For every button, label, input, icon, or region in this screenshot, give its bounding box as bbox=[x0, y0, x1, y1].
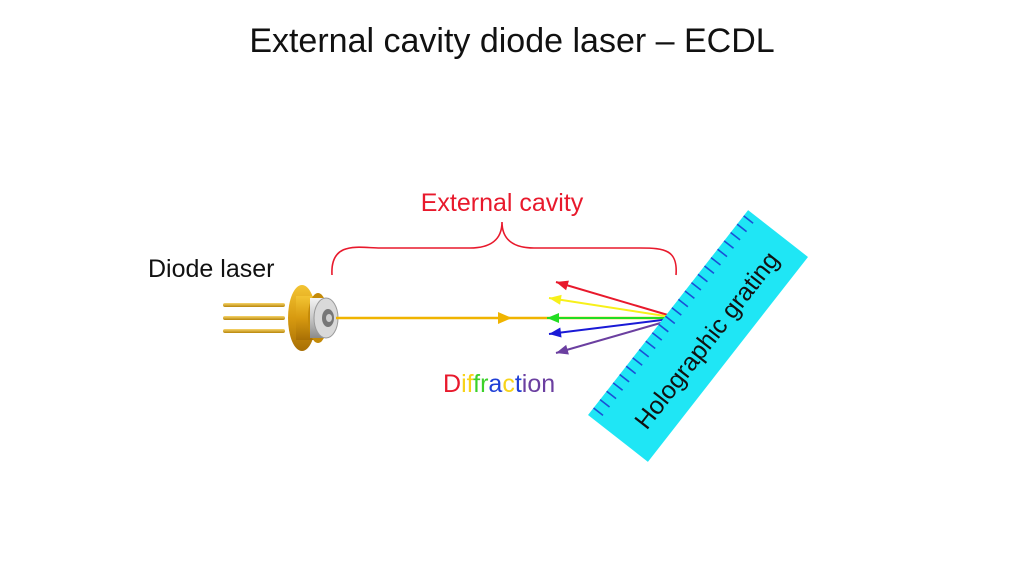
diffraction-letter: f bbox=[467, 370, 474, 398]
diffracted-ray bbox=[548, 317, 679, 335]
grating-tick bbox=[710, 256, 721, 266]
page-title: External cavity diode laser – ECDL bbox=[249, 22, 774, 60]
diffracted-ray-arrowhead bbox=[549, 327, 562, 338]
grating-tick bbox=[684, 290, 695, 300]
diffraction-letter: c bbox=[502, 370, 515, 398]
diode-laser-label: Diode laser bbox=[148, 255, 274, 283]
external-cavity-brace bbox=[331, 221, 677, 276]
grating-tick bbox=[677, 298, 689, 308]
diffraction-letter: r bbox=[480, 370, 488, 398]
grating-tick bbox=[697, 273, 708, 283]
grating-tick bbox=[632, 357, 643, 366]
diffraction-letter: i bbox=[461, 370, 467, 398]
diode-laser-icon bbox=[223, 285, 339, 351]
grating-ruling bbox=[593, 215, 754, 416]
grating-tick bbox=[736, 223, 748, 233]
diffraction-letter: n bbox=[541, 370, 555, 398]
grating-tick bbox=[690, 282, 702, 291]
grating-tick bbox=[664, 315, 676, 325]
grating-tick bbox=[730, 231, 741, 241]
grating-tick bbox=[593, 407, 604, 416]
diffracted-ray-arrowhead bbox=[556, 344, 569, 355]
diffracted-rays bbox=[547, 280, 679, 355]
diffracted-ray bbox=[555, 317, 679, 354]
grating-tick bbox=[651, 332, 663, 341]
grating-tick bbox=[645, 340, 656, 350]
grating-tick bbox=[612, 382, 624, 391]
grating-tick bbox=[658, 323, 669, 333]
diffraction-label: Diffraction bbox=[443, 370, 555, 398]
grating-tick bbox=[606, 390, 617, 400]
diffraction-letter: o bbox=[527, 370, 541, 398]
grating-tick bbox=[723, 240, 735, 249]
diffraction-letter: t bbox=[515, 370, 522, 398]
diffracted-ray-arrowhead bbox=[556, 280, 569, 291]
grating-tick bbox=[671, 307, 682, 316]
grating-tick bbox=[599, 398, 611, 408]
diffracted-ray bbox=[555, 281, 679, 319]
grating-tick bbox=[743, 215, 754, 224]
grating-tick bbox=[704, 265, 715, 274]
grating-tick bbox=[717, 248, 728, 258]
diffraction-letter: i bbox=[522, 370, 528, 398]
diffracted-ray-arrowhead bbox=[547, 313, 559, 323]
diffracted-ray-arrowhead bbox=[549, 294, 562, 305]
diffraction-letter: f bbox=[473, 370, 480, 398]
external-cavity-label: External cavity bbox=[421, 189, 584, 217]
grating-tick bbox=[638, 348, 650, 358]
diffraction-letter: a bbox=[488, 370, 502, 398]
diffracted-ray bbox=[548, 297, 679, 319]
grating-tick bbox=[625, 365, 637, 375]
grating-tick bbox=[619, 373, 630, 383]
diffraction-letter: D bbox=[443, 370, 461, 398]
